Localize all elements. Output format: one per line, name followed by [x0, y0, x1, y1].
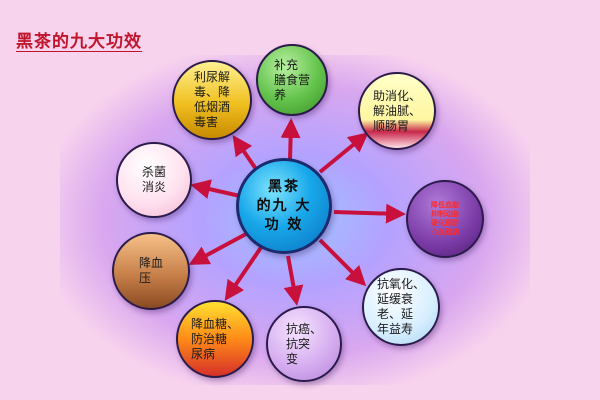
node-anticancer-label: 抗癌、 抗突 变 [285, 321, 322, 366]
node-diuretic-detox-label: 利尿解 毒、降 低烟酒 毒害 [193, 70, 230, 129]
node-diet-nutrition-label: 补充 膳食营 养 [273, 57, 310, 102]
node-anticancer: 抗癌、 抗突 变 [266, 306, 342, 382]
arrow-to-bottom-center-left [224, 244, 264, 301]
arrow-to-top-right [318, 132, 369, 174]
node-blood-pressure: 降血 压 [112, 232, 190, 310]
center-node: 黑茶 的九 大 功 效 [236, 158, 332, 254]
page-title: 黑茶的九大功效 [16, 32, 142, 52]
arrow-to-bottom-left [188, 232, 247, 265]
node-blood-sugar: 降血糖、 防治糖 尿病 [176, 300, 254, 378]
node-digestion: 助消化、 解油腻、 顺肠胃 [358, 72, 436, 150]
arrow-to-left [190, 179, 241, 199]
node-diuretic-detox: 利尿解 毒、降 低烟酒 毒害 [172, 60, 252, 140]
node-diet-nutrition: 补充 膳食营 养 [256, 44, 328, 116]
node-blood-pressure-label: 降血 压 [138, 256, 163, 285]
arrow-to-bottom-right [318, 238, 367, 287]
node-blood-lipid: 降低血脂 抑制动脉 硬化预防 心血管病 [406, 180, 484, 258]
arrow-to-top [280, 118, 301, 161]
node-antioxidant-label: 抗氧化、 延缓衰 老、延 年益寿 [376, 277, 425, 336]
node-digestion-label: 助消化、 解油腻、 顺肠胃 [372, 88, 421, 133]
arrow-to-right [333, 203, 406, 224]
center-node-label: 黑茶 的九 大 功 效 [256, 178, 312, 233]
arrow-to-bottom-center [283, 255, 304, 306]
node-blood-sugar-label: 降血糖、 防治糖 尿病 [190, 316, 239, 361]
node-antioxidant: 抗氧化、 延缓衰 老、延 年益寿 [362, 268, 440, 346]
node-antibacterial: 杀菌 消炎 [116, 142, 192, 218]
node-antibacterial-label: 杀菌 消炎 [141, 165, 166, 194]
node-blood-lipid-label: 降低血脂 抑制动脉 硬化预防 心血管病 [431, 201, 459, 236]
